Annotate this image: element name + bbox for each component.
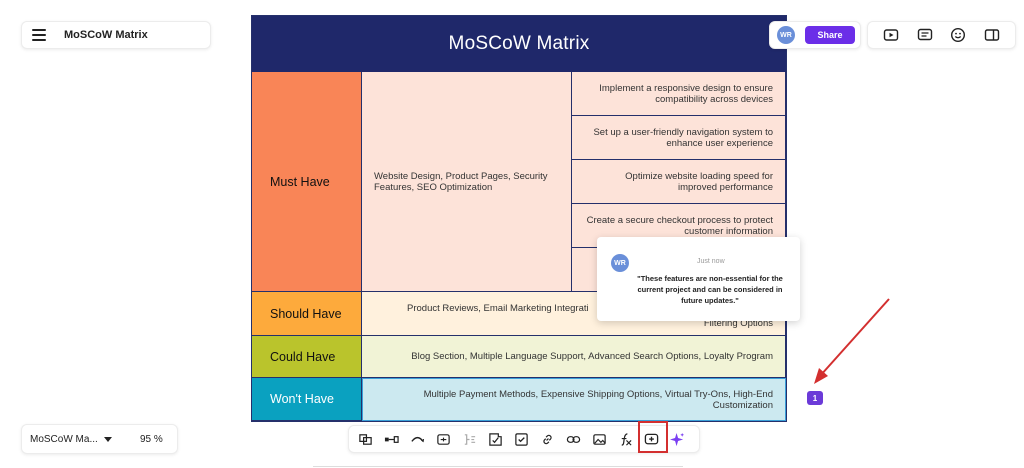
- emoji-icon[interactable]: [950, 27, 966, 43]
- bottom-toolbar: [348, 425, 700, 453]
- connector-icon[interactable]: [383, 431, 400, 448]
- comment-popup[interactable]: WR Just now "These features are non-esse…: [597, 237, 800, 321]
- curve-icon[interactable]: [409, 431, 426, 448]
- formula-icon[interactable]: [617, 431, 634, 448]
- must-have-task[interactable]: Set up a user-friendly navigation system…: [572, 116, 786, 160]
- zoom-level[interactable]: 95 %: [140, 433, 163, 445]
- checkbox-icon[interactable]: [513, 431, 530, 448]
- chevron-down-icon[interactable]: [104, 436, 112, 442]
- user-avatar[interactable]: WR: [777, 26, 795, 44]
- present-icon[interactable]: [883, 27, 899, 43]
- chain-icon[interactable]: [565, 431, 582, 448]
- should-have-partial-text: Filtering Options: [703, 318, 773, 329]
- must-have-label[interactable]: Must Have: [252, 72, 362, 292]
- matrix-title: MoSCoW Matrix: [252, 16, 786, 72]
- hamburger-menu-icon[interactable]: [32, 29, 46, 41]
- moscow-matrix[interactable]: MoSCoW Matrix Must Have Website Design, …: [251, 15, 787, 422]
- text-box-icon[interactable]: [435, 431, 452, 448]
- should-have-text: Product Reviews, Email Marketing Integra…: [407, 303, 589, 314]
- must-have-description[interactable]: Website Design, Product Pages, Security …: [362, 72, 572, 292]
- page-selector: MoSCoW Ma... 95 %: [21, 424, 178, 454]
- could-have-label[interactable]: Could Have: [252, 336, 362, 378]
- must-have-task[interactable]: Implement a responsive design to ensure …: [572, 72, 786, 116]
- text-cursor-icon[interactable]: [461, 431, 478, 448]
- divider: [313, 466, 683, 467]
- comment-avatar: WR: [611, 254, 629, 272]
- document-title[interactable]: MoSCoW Matrix: [64, 29, 148, 41]
- add-comment-icon[interactable]: [643, 431, 660, 448]
- wont-have-description[interactable]: Multiple Payment Methods, Expensive Ship…: [362, 378, 786, 421]
- frame-icon[interactable]: [357, 431, 374, 448]
- document-title-bar: MoSCoW Matrix: [21, 21, 211, 49]
- comments-icon[interactable]: [917, 27, 933, 43]
- red-arrow-icon: [814, 298, 890, 384]
- image-icon[interactable]: [591, 431, 608, 448]
- share-button[interactable]: Share: [805, 26, 855, 44]
- could-have-description[interactable]: Blog Section, Multiple Language Support,…: [362, 336, 786, 378]
- comment-text: "These features are non-essential for th…: [637, 274, 783, 305]
- page-name[interactable]: MoSCoW Ma...: [30, 433, 98, 445]
- top-toolbar: [867, 21, 1016, 49]
- ai-sparkle-icon[interactable]: [669, 431, 686, 448]
- sticky-note-icon[interactable]: [487, 431, 504, 448]
- comment-count-badge[interactable]: 1: [807, 391, 823, 405]
- comment-timestamp: Just now: [697, 258, 725, 265]
- must-have-task[interactable]: Optimize website loading speed for impro…: [572, 160, 786, 204]
- link-icon[interactable]: [539, 431, 556, 448]
- should-have-label[interactable]: Should Have: [252, 292, 362, 336]
- share-panel: WR Share: [769, 21, 861, 49]
- side-panel-icon[interactable]: [984, 27, 1000, 43]
- wont-have-label[interactable]: Won't Have: [252, 378, 362, 421]
